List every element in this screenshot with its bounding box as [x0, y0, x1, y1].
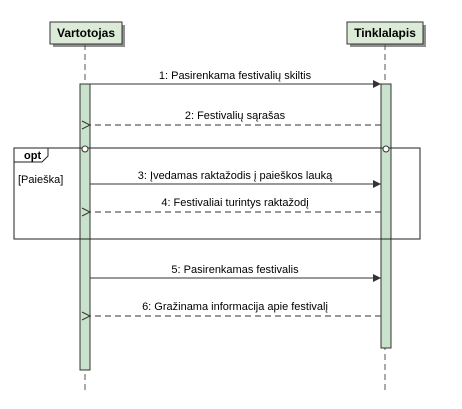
message-2: 2: Festivalių sąrašas	[90, 110, 381, 125]
message-3: 3: Įvedamas raktažodis į paieškos lauką	[90, 170, 381, 188]
participant-tinklalapis: Tinklalapis	[346, 21, 426, 47]
message-label: 2: Festivalių sąrašas	[185, 110, 286, 122]
activation-bar-vartotojas	[79, 83, 91, 371]
message-label: 3: Įvedamas raktažodis į paieškos lauką	[138, 170, 333, 182]
participant-label: Tinklalapis	[354, 26, 416, 40]
message-label: 6: Gražinama informacija apie festivalį	[142, 301, 328, 313]
message-1: 1: Pasirenkama festivalių skiltis	[90, 70, 381, 88]
fragment-operator-tab	[13, 147, 49, 163]
opt-fragment: opt [Paieška]	[13, 145, 421, 240]
message-label: 5: Pasirenkamas festivalis	[171, 264, 299, 276]
participant-box	[49, 21, 123, 45]
message-label: 1: Pasirenkama festivalių skiltis	[159, 70, 312, 82]
activation-bar-tinklalapis	[380, 83, 392, 349]
message-5: 5: Pasirenkamas festivalis	[90, 264, 381, 282]
participant-label: Vartotojas	[57, 26, 115, 40]
participant-vartotojas: Vartotojas	[49, 21, 125, 47]
message-4: 4: Festivaliai turintys raktažodį	[90, 197, 381, 212]
fragment-operator: opt	[24, 150, 41, 162]
fragment-lifeline-marker	[382, 145, 390, 153]
message-6: 6: Gražinama informacija apie festivalį	[90, 301, 381, 316]
fragment-frame	[13, 147, 421, 240]
message-label: 4: Festivaliai turintys raktažodį	[161, 197, 309, 209]
fragment-lifeline-marker	[81, 145, 89, 153]
fragment-guard: [Paieška]	[18, 174, 63, 186]
